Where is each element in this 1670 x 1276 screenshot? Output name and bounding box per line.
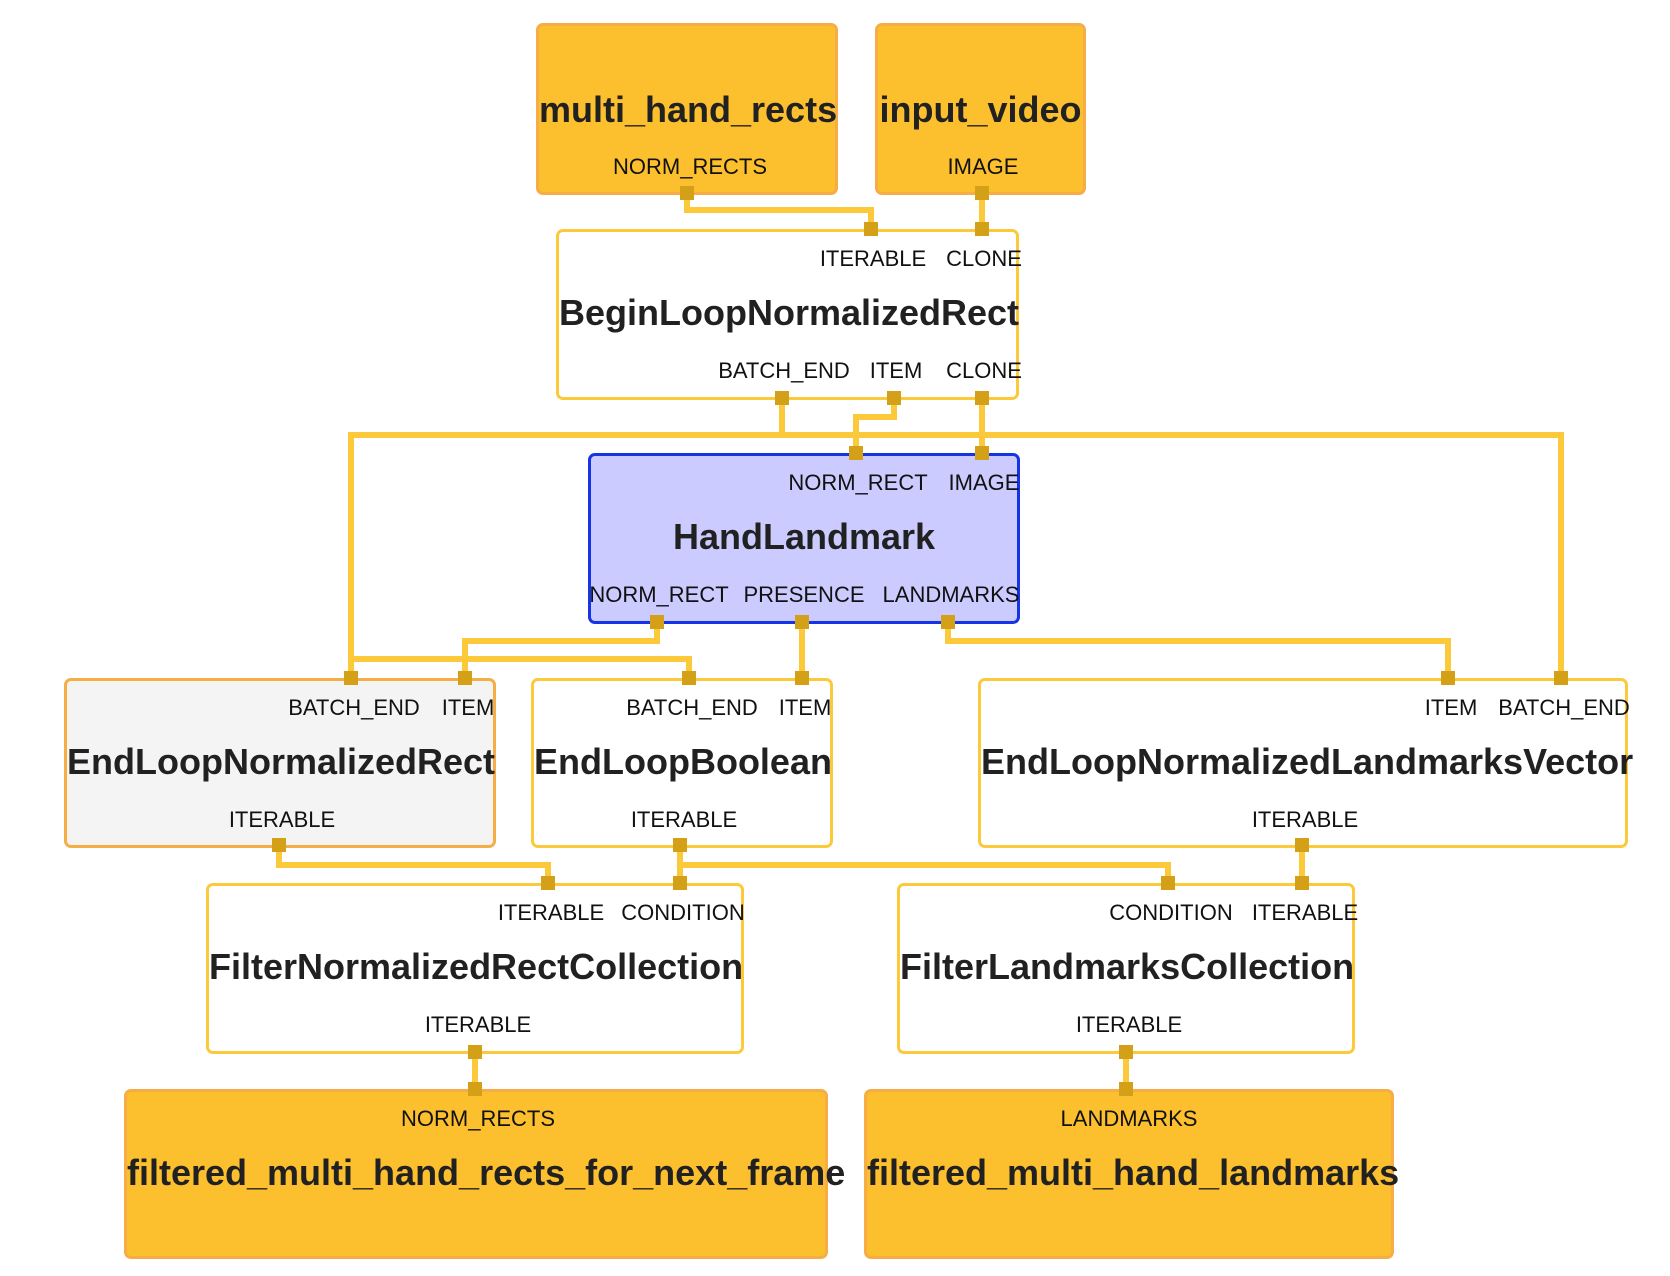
pin[interactable] [864, 222, 878, 236]
pin[interactable] [344, 671, 358, 685]
pin[interactable] [468, 1045, 482, 1059]
port-iterable: ITERABLE [228, 807, 336, 832]
node-title: filtered_multi_hand_landmarks [867, 1152, 1400, 1193]
port-landmarks: LANDMARKS [882, 582, 1020, 607]
pin[interactable] [975, 391, 989, 405]
wire-landmarks-to-item [945, 622, 1451, 678]
pin[interactable] [941, 615, 955, 629]
pin[interactable] [1441, 671, 1455, 685]
pin[interactable] [458, 671, 472, 685]
pin[interactable] [1161, 876, 1175, 890]
node-title: HandLandmark [672, 516, 936, 557]
filtered-landmarks-stream[interactable]: LANDMARKS filtered_multi_hand_landmarks [864, 1089, 1400, 1259]
pin[interactable] [795, 671, 809, 685]
port-item: ITEM [869, 358, 923, 383]
pin[interactable] [541, 876, 555, 890]
port-iterable: ITERABLE [819, 246, 927, 271]
port-iterable: ITERABLE [497, 900, 605, 925]
port-iterable-out: ITERABLE [1075, 1012, 1183, 1037]
port-item: ITEM [778, 695, 832, 720]
pin[interactable] [468, 1082, 482, 1096]
pin[interactable] [1554, 671, 1568, 685]
end-loop-landmarks-node[interactable]: ITEM BATCH_END EndLoopNormalizedLandmark… [978, 678, 1634, 848]
port-batch-end: BATCH_END [288, 695, 420, 720]
end-loop-rect-node[interactable]: BATCH_END ITEM EndLoopNormalizedRect ITE… [64, 678, 496, 848]
begin-loop-node[interactable]: ITERABLE CLONE BeginLoopNormalizedRect B… [556, 229, 1022, 400]
filter-rect-node[interactable]: ITERABLE CONDITION FilterNormalizedRectC… [206, 883, 745, 1054]
port-batch-end: BATCH_END [626, 695, 758, 720]
port-item: ITEM [441, 695, 495, 720]
port-condition: CONDITION [621, 900, 745, 925]
pin[interactable] [650, 615, 664, 629]
pin[interactable] [680, 186, 694, 200]
node-title: FilterNormalizedRectCollection [209, 946, 744, 987]
pin[interactable] [682, 671, 696, 685]
port-condition: CONDITION [1109, 900, 1233, 925]
port-iterable-out: ITERABLE [424, 1012, 532, 1037]
filter-landmarks-node[interactable]: CONDITION ITERABLE FilterLandmarksCollec… [897, 883, 1359, 1054]
wire-normrect-to-item [462, 622, 660, 678]
node-title: BeginLoopNormalizedRect [559, 292, 1020, 333]
port-norm-rect-out: NORM_RECT [589, 582, 729, 607]
pin[interactable] [975, 446, 989, 460]
port-iterable: ITERABLE [630, 807, 738, 832]
node-title: EndLoopBoolean [534, 741, 832, 782]
node-title: filtered_multi_hand_rects_for_next_frame [127, 1152, 846, 1193]
wire-batchend-bool [351, 656, 692, 678]
port-clone-out: CLONE [946, 358, 1022, 383]
port-presence: PRESENCE [743, 582, 865, 607]
wire-booliter-to-condition-right [680, 862, 1171, 883]
pin[interactable] [1295, 876, 1309, 890]
pin[interactable] [849, 446, 863, 460]
pin[interactable] [673, 876, 687, 890]
port-clone: CLONE [946, 246, 1022, 271]
port-item: ITEM [1424, 695, 1478, 720]
pin[interactable] [795, 615, 809, 629]
wire-batchend-right [782, 432, 1564, 678]
port-iterable: ITERABLE [1251, 900, 1359, 925]
node-title: FilterLandmarksCollection [900, 946, 1355, 987]
port-image-in: IMAGE [948, 470, 1020, 495]
wire-item-to-normrect [853, 398, 897, 453]
node-title: input_video [879, 89, 1082, 130]
port-iterable: ITERABLE [1251, 807, 1359, 832]
wire-rects-to-iterable [684, 193, 874, 229]
filtered-rects-stream[interactable]: NORM_RECTS filtered_multi_hand_rects_for… [124, 1089, 846, 1259]
wire-batchend-left [348, 398, 785, 678]
pin[interactable] [887, 391, 901, 405]
node-title: multi_hand_rects [539, 89, 838, 130]
hand-landmark-node[interactable]: NORM_RECT IMAGE HandLandmark NORM_RECT P… [588, 453, 1020, 624]
pin[interactable] [975, 186, 989, 200]
port-image: IMAGE [947, 154, 1019, 179]
end-loop-bool-node[interactable]: BATCH_END ITEM EndLoopBoolean ITERABLE [531, 678, 833, 848]
port-norm-rects: NORM_RECTS [612, 154, 768, 179]
port-batch-end: BATCH_END [1498, 695, 1630, 720]
pin[interactable] [1119, 1082, 1133, 1096]
port-norm-rect-in: NORM_RECT [788, 470, 928, 495]
pin[interactable] [1119, 1045, 1133, 1059]
pin[interactable] [975, 222, 989, 236]
input-video-stream[interactable]: input_video IMAGE [875, 23, 1086, 195]
node-title: EndLoopNormalizedLandmarksVector [981, 741, 1634, 782]
pin[interactable] [1295, 838, 1309, 852]
pin[interactable] [775, 391, 789, 405]
pin[interactable] [673, 838, 687, 852]
port-norm-rects: NORM_RECTS [400, 1106, 556, 1131]
node-title: EndLoopNormalizedRect [67, 741, 496, 782]
pin[interactable] [272, 838, 286, 852]
wire-rectiter-to-filter [276, 845, 551, 883]
port-landmarks: LANDMARKS [1060, 1106, 1198, 1131]
multi-hand-rects-stream[interactable]: multi_hand_rects NORM_RECTS [536, 23, 838, 195]
port-batch-end: BATCH_END [718, 358, 850, 383]
